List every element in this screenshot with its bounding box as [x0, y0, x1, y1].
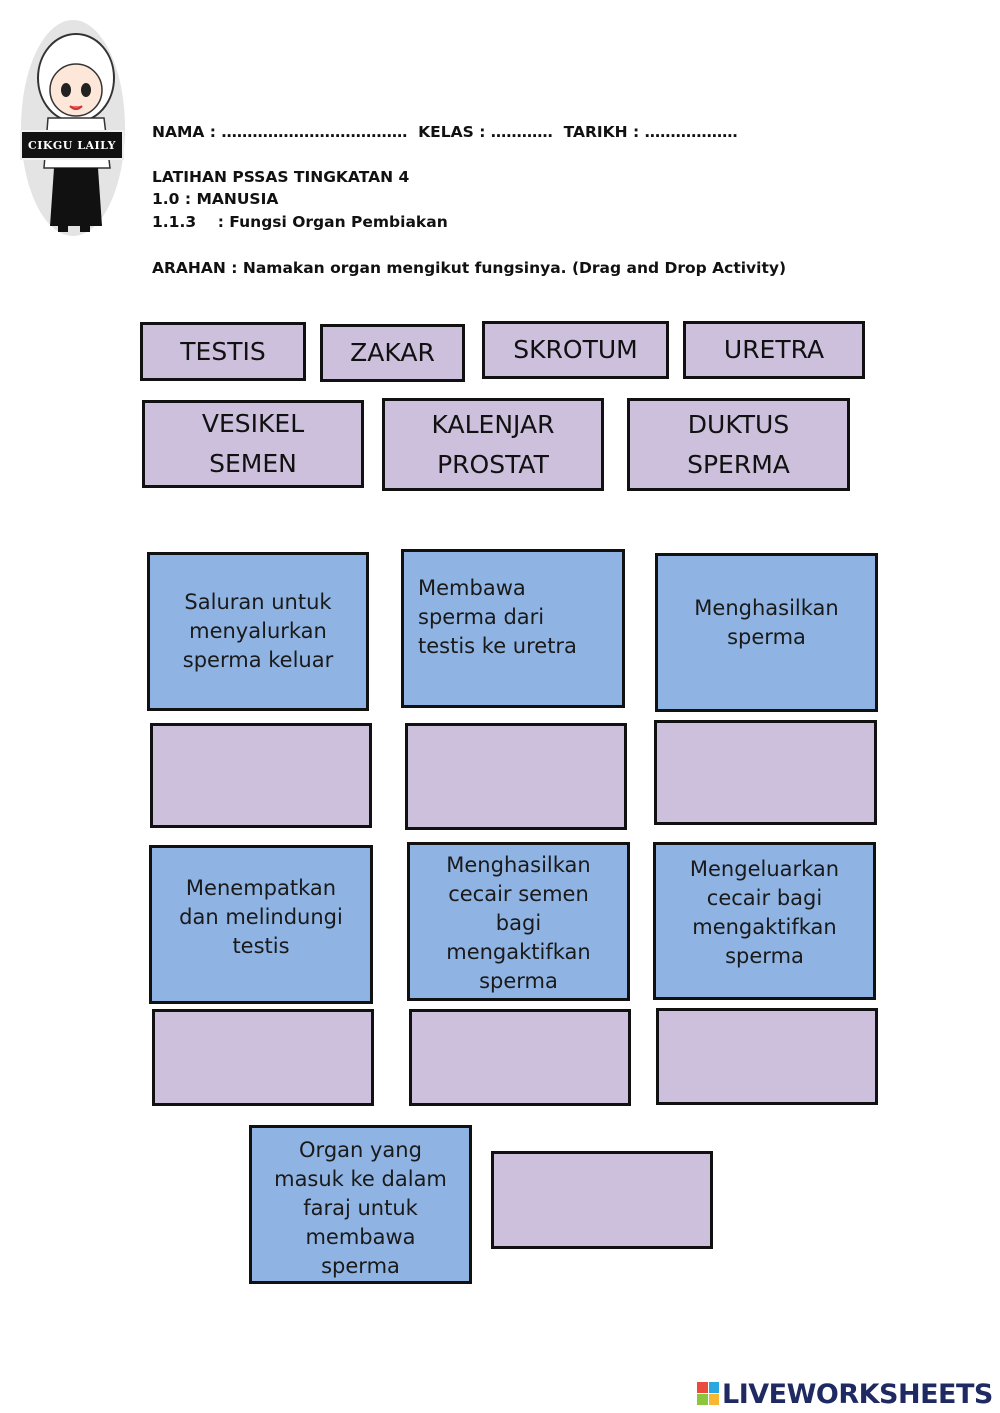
- description-line: Menghasilkan: [446, 853, 591, 877]
- choice-testis[interactable]: TESTIS: [140, 322, 306, 381]
- description-line: sperma dari: [418, 605, 545, 629]
- worksheet-title: LATIHAN PSSAS TINGKATAN 4: [152, 168, 410, 186]
- choice-label: SPERMA: [687, 449, 790, 479]
- description-line: bagi: [495, 911, 542, 935]
- choice-uretra[interactable]: URETRA: [683, 321, 865, 379]
- description-card: Mengeluarkan cecair bagi mengaktifkan sp…: [653, 842, 876, 1000]
- description-line: masuk ke dalam: [274, 1167, 447, 1191]
- description-line: sperma: [725, 944, 804, 968]
- description-card: Menempatkan dan melindungi testis: [149, 845, 373, 1004]
- description-line: faraj untuk: [303, 1196, 418, 1220]
- choice-label: TESTIS: [180, 336, 266, 366]
- logo-text: CIKGU LAILY: [27, 138, 117, 152]
- description-card: Saluran untuk menyalurkan sperma keluar: [147, 552, 369, 711]
- choice-label: URETRA: [723, 335, 825, 364]
- choice-kalenjar-prostat[interactable]: KALENJAR PROSTAT: [382, 398, 604, 491]
- choice-duktus-sperma[interactable]: DUKTUS SPERMA: [627, 398, 850, 491]
- description-line: testis: [232, 934, 290, 958]
- description-line: mengaktifkan: [446, 940, 591, 964]
- logo: CIKGU LAILY: [18, 18, 128, 238]
- description-line: sperma: [479, 969, 558, 993]
- description-line: cecair semen: [448, 882, 589, 906]
- answer-drop-zone[interactable]: [654, 720, 877, 825]
- topic-label: 1.0 : MANUSIA: [152, 190, 279, 208]
- choice-skrotum[interactable]: SKROTUM: [482, 321, 669, 379]
- answer-drop-zone[interactable]: [152, 1009, 374, 1106]
- choice-label: ZAKAR: [350, 338, 435, 367]
- answer-drop-zone[interactable]: [491, 1151, 713, 1249]
- instruction-text: ARAHAN : Namakan organ mengikut fungsiny…: [152, 259, 787, 277]
- choice-label: SEMEN: [209, 449, 297, 478]
- description-line: menyalurkan: [189, 619, 327, 643]
- choice-label: DUKTUS: [687, 409, 790, 439]
- description-line: mengaktifkan: [692, 915, 837, 939]
- description-line: Mengeluarkan: [689, 857, 840, 881]
- choice-label: VESIKEL: [201, 409, 305, 438]
- answer-drop-zone[interactable]: [405, 723, 627, 830]
- description-line: Menghasilkan: [694, 596, 839, 620]
- description-line: sperma: [321, 1254, 400, 1278]
- description-line: Organ yang: [299, 1138, 422, 1162]
- choice-label: KALENJAR: [431, 409, 555, 439]
- description-line: testis ke uretra: [418, 634, 577, 658]
- liveworksheets-icon: [697, 1382, 719, 1406]
- description-line: sperma keluar: [182, 648, 334, 672]
- description-card: Membawa sperma dari testis ke uretra: [401, 549, 625, 708]
- description-line: dan melindungi: [179, 905, 343, 929]
- answer-drop-zone[interactable]: [150, 723, 372, 828]
- cartoon-teacher-icon: [21, 20, 125, 236]
- answer-drop-zone[interactable]: [409, 1009, 631, 1106]
- description-card: Menghasilkan cecair semen bagi mengaktif…: [407, 842, 630, 1001]
- choice-vesikel-semen[interactable]: VESIKEL SEMEN: [142, 400, 364, 488]
- description-line: Menempatkan: [185, 876, 337, 900]
- description-line: Saluran untuk: [184, 590, 332, 614]
- description-line: sperma: [727, 625, 806, 649]
- choice-label: PROSTAT: [437, 449, 549, 479]
- description-card: Menghasilkan sperma: [655, 553, 878, 712]
- brand-text: LIVEWORKSHEETS: [722, 1378, 993, 1410]
- choice-label: SKROTUM: [513, 335, 638, 364]
- logo-badge: CIKGU LAILY: [20, 130, 124, 160]
- answer-drop-zone[interactable]: [656, 1008, 878, 1105]
- subtopic-label: 1.1.3 : Fungsi Organ Pembiakan: [152, 213, 448, 231]
- description-line: membawa: [305, 1225, 416, 1249]
- student-info-line: NAMA : ……………………………… KELAS : ………… TARIKH …: [152, 123, 738, 141]
- description-line: cecair bagi: [706, 886, 823, 910]
- description-card: Organ yang masuk ke dalam faraj untuk me…: [249, 1125, 472, 1284]
- description-line: Membawa: [418, 576, 526, 600]
- choice-zakar[interactable]: ZAKAR: [320, 324, 465, 382]
- liveworksheets-logo[interactable]: LIVEWORKSHEETS: [697, 1378, 993, 1410]
